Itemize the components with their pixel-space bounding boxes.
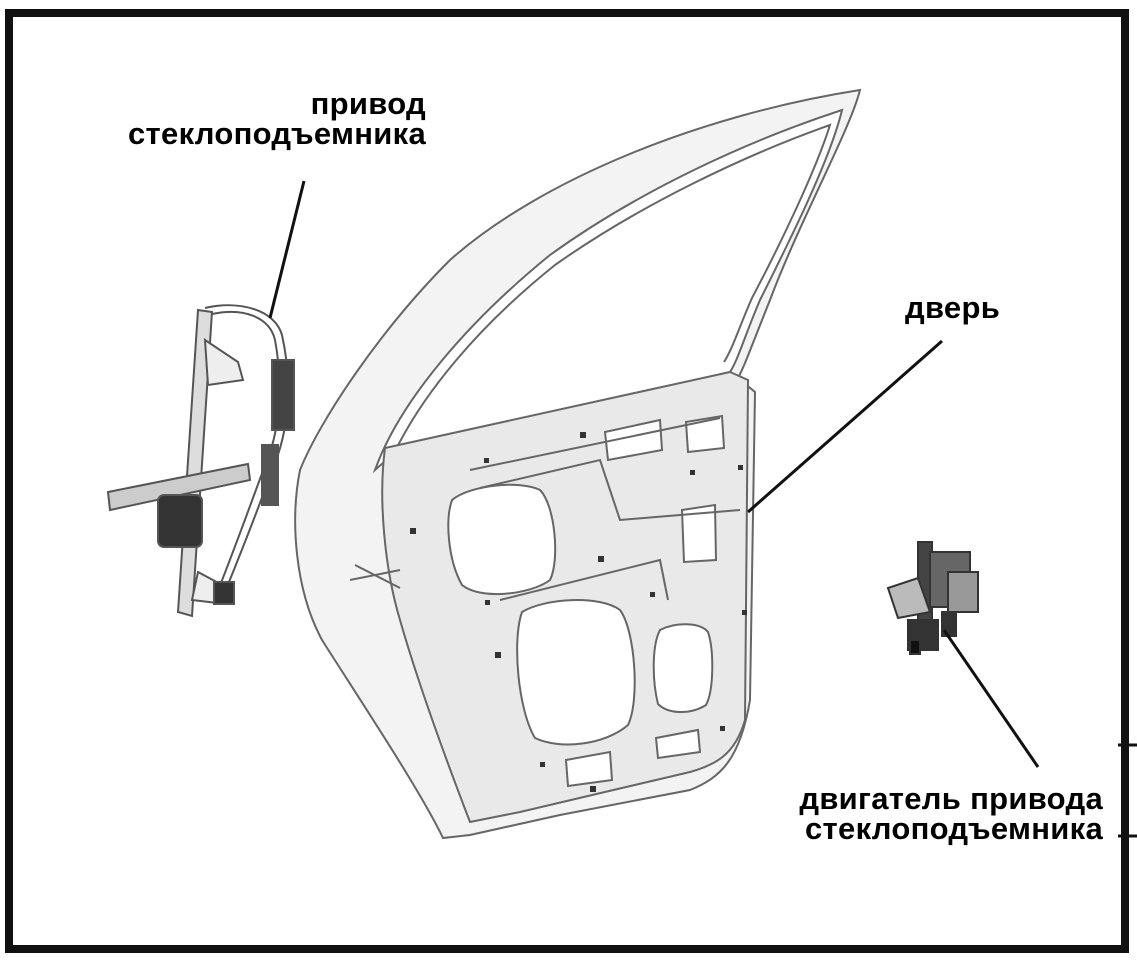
motor-leader-line xyxy=(942,629,1040,768)
window-regulator-illustration xyxy=(106,304,295,618)
door-callout-label: дверь xyxy=(905,290,1001,325)
diagram-frame xyxy=(5,9,1129,953)
regulator-label-line1: привод xyxy=(310,86,426,121)
regulator-callout-label: привод стеклоподъемника xyxy=(128,86,426,151)
door-label: дверь xyxy=(905,290,1001,325)
motor-label-line1: двигатель привода xyxy=(799,781,1103,816)
regulator-label-line2: стеклоподъемника xyxy=(128,116,426,151)
door-leader-line xyxy=(747,339,943,514)
motor-label-line2: стеклоподъемника xyxy=(805,811,1103,846)
regulator-motor-illustration xyxy=(886,541,979,655)
motor-callout-label: двигатель привода стеклоподъемника xyxy=(799,781,1103,846)
door-illustration xyxy=(294,88,862,840)
regulator-leader-line xyxy=(268,180,306,319)
